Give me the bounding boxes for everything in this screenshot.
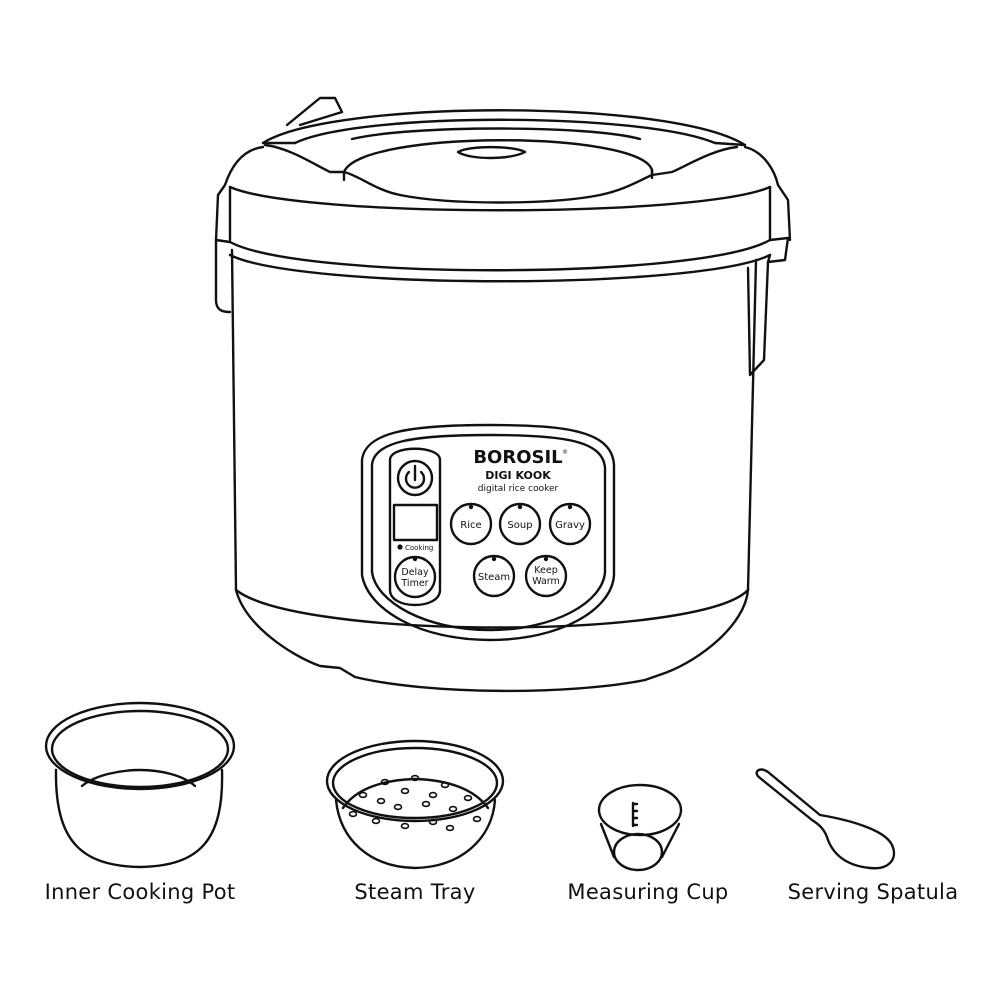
inner-cooking-pot-illustration <box>44 701 236 869</box>
measuring-cup-label: Measuring Cup <box>567 880 729 904</box>
steam-tray-illustration <box>325 739 505 870</box>
cooking-indicator-label: Cooking <box>405 544 433 552</box>
power-button[interactable] <box>396 459 434 497</box>
serving-spatula-illustration <box>755 768 896 870</box>
measuring-cup-illustration <box>597 783 683 872</box>
cooker-body <box>230 248 758 693</box>
side-handle-left <box>214 238 232 314</box>
power-icon <box>404 470 426 489</box>
control-panel <box>360 423 616 642</box>
svg-text:Timer: Timer <box>400 578 428 589</box>
svg-text:Soup: Soup <box>507 520 532 531</box>
steam-tray-label: Steam Tray <box>354 880 476 904</box>
steam-button[interactable]: Steam <box>472 554 516 598</box>
gravy-button[interactable]: Gravy <box>548 502 592 546</box>
registered-mark: ® <box>562 449 568 456</box>
product-subtitle: digital rice cooker <box>478 484 559 494</box>
svg-text:Keep: Keep <box>534 565 557 576</box>
svg-text:Warm: Warm <box>532 576 560 587</box>
lid-latch <box>285 96 344 127</box>
soup-button[interactable]: Soup <box>498 502 542 546</box>
serving-spatula-label: Serving Spatula <box>787 880 959 904</box>
inner-cooking-pot-label: Inner Cooking Pot <box>44 880 236 904</box>
cooker-lid <box>214 109 792 283</box>
brand-logo: BOROSIL <box>473 447 562 468</box>
svg-text:Rice: Rice <box>460 520 481 531</box>
rice-button[interactable]: Rice <box>449 502 493 546</box>
side-handle-right <box>746 236 790 377</box>
svg-text:Gravy: Gravy <box>555 520 585 531</box>
svg-text:Steam: Steam <box>478 572 510 583</box>
cooking-indicator-dot <box>397 544 403 550</box>
keep-warm-button[interactable]: Keep Warm <box>524 554 568 598</box>
model-name: DIGI KOOK <box>485 469 551 482</box>
digital-display <box>392 503 439 542</box>
delay-timer-button[interactable]: Delay Timer <box>393 555 437 599</box>
svg-text:Delay: Delay <box>401 567 429 578</box>
